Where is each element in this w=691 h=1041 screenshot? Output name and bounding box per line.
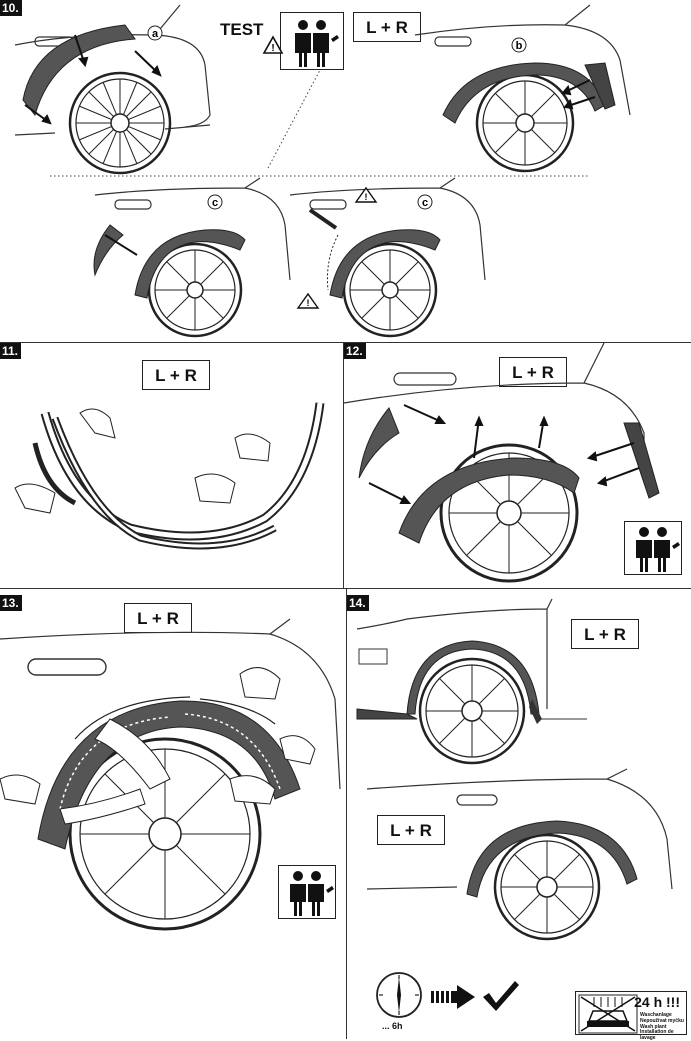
lr-label-top: L + R [571, 619, 639, 649]
fitting-arch-illustration [343, 342, 660, 583]
warning-triangle-icon: ! [262, 35, 284, 54]
two-mechanics-icon [624, 521, 682, 575]
checkmark-icon [483, 981, 519, 1011]
step-13-panel: 13. L + R [0, 589, 346, 1039]
divider-step13-14 [346, 588, 347, 1039]
scene-a-car-rear: a [14, 4, 211, 175]
step-number: 10. [0, 0, 22, 16]
two-mechanics-icon [280, 12, 344, 70]
step-number: 12. [344, 343, 366, 359]
two-mechanics-icon [278, 865, 336, 919]
step-12-panel: 12. L + R [343, 342, 691, 588]
step-11-panel: 11. L + R [0, 343, 343, 588]
car-wash-warning: 24 h !!! Waschanlage Nepoužívat myčku Wa… [575, 991, 687, 1041]
divider-step12-bottom [0, 588, 691, 589]
step-10-panel: 10. TEST ! L + R [0, 0, 691, 342]
clock-icon [376, 972, 422, 1018]
lr-label: L + R [142, 360, 210, 390]
lr-label-bottom: L + R [377, 815, 445, 845]
pressing-arch-illustration [0, 618, 341, 931]
divider-step10-bottom [0, 342, 691, 343]
marker-b: b [516, 40, 523, 52]
wash-line-4: Installation de lavage [640, 1029, 674, 1041]
wash-line-3: Wash plant [640, 1024, 667, 1030]
divider-step11-12 [343, 342, 344, 588]
lr-label: L + R [499, 357, 567, 387]
step-number: 13. [0, 595, 22, 611]
marker-c: c [212, 197, 218, 209]
marker-c2: c [422, 197, 428, 209]
arrow-right-icon [431, 985, 475, 1009]
clock-label: ... 6h [382, 1021, 403, 1031]
lr-label: L + R [353, 12, 421, 42]
wash-line-1: Waschanlage [640, 1012, 672, 1018]
finished-front-arch [356, 598, 587, 765]
finished-rear-arch [366, 768, 673, 941]
scene-c-left-car-rear: c [93, 177, 291, 338]
svg-text:!: ! [365, 192, 368, 202]
scene-b-car-rear: b [414, 4, 631, 173]
wash-line-2: Nepoužívat myčku [640, 1018, 684, 1024]
svg-text:!: ! [307, 298, 310, 308]
arch-strips-illustration [14, 402, 325, 550]
dotted-separator [50, 69, 590, 177]
lr-label: L + R [124, 603, 192, 633]
marker-a: a [152, 28, 159, 40]
test-label: TEST [220, 20, 264, 39]
car-wash-icon [578, 994, 638, 1034]
step-14-panel: 14. L + R L + R [347, 589, 691, 1041]
step-number: 14. [347, 595, 369, 611]
step-number: 11. [0, 343, 22, 359]
scene-c-right-car-rear: ! ! c [289, 177, 486, 338]
wash-title: 24 h !!! [634, 994, 680, 1010]
svg-text:!: ! [271, 43, 274, 54]
